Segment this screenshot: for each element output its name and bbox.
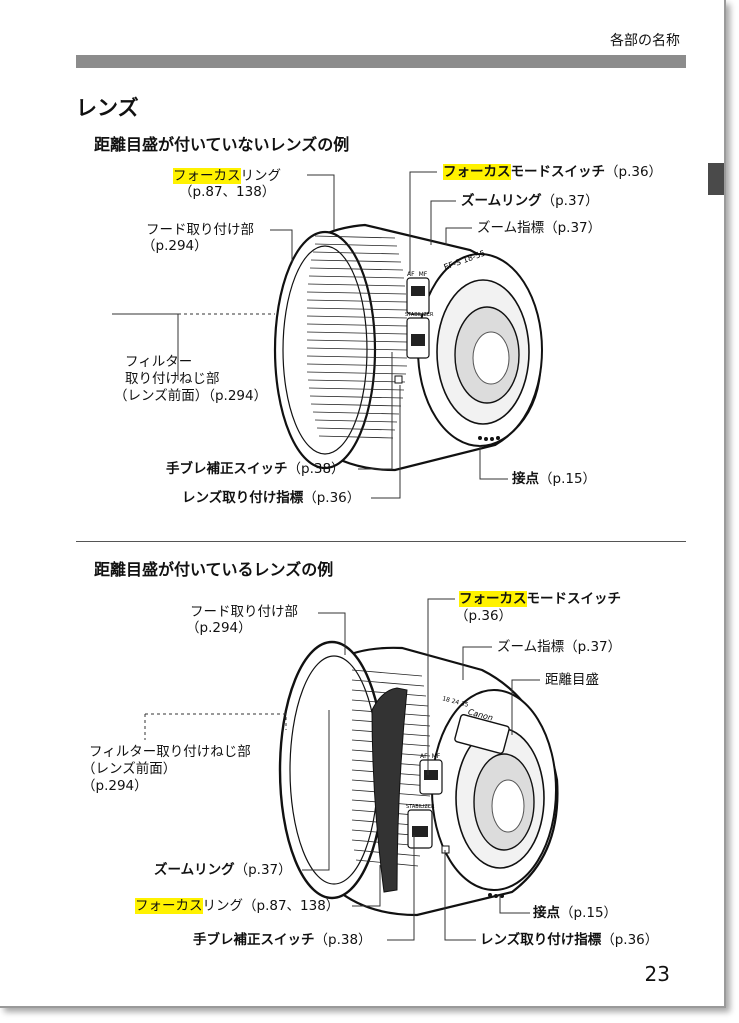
s2-contacts-label: 接点（p.15）	[533, 905, 618, 921]
chapter-tab-marker	[708, 163, 724, 195]
s2-stabilizer-switch-label: 手ブレ補正スイッチ（p.38）	[193, 932, 372, 948]
s1-hood-mount-label: フード取り付け部	[146, 222, 254, 238]
s1-hood-mount-page: （p.294）	[142, 238, 208, 254]
s1-focus-ring-label: フォーカスリング	[173, 168, 281, 184]
s2-focus-mode-switch-label: フォーカスモードスイッチ	[459, 591, 621, 607]
section1-leader-lines	[112, 171, 508, 499]
s2-zoom-ring-label: ズームリング（p.37）	[154, 862, 292, 878]
s1-focus-mode-switch-label: フォーカスモードスイッチ（p.36）	[443, 164, 663, 180]
s2-filter-thread-line2: （レンズ前面）	[82, 761, 177, 777]
lens1-stabilizer-marking: STABILIZER	[405, 312, 434, 318]
page-number: 23	[644, 962, 670, 986]
section-divider	[76, 541, 686, 542]
s1-focus-ring-page: （p.87、138）	[179, 184, 276, 200]
section2-subtitle: 距離目盛が付いているレンズの例	[94, 560, 334, 579]
lens2-stabilizer-marking: STABILIZER	[406, 804, 435, 810]
header-bar	[76, 55, 686, 68]
s1-filter-thread-line1: フィルター	[125, 354, 193, 370]
section2-leader-lines	[144, 598, 540, 941]
s2-hood-mount-label: フード取り付け部	[190, 604, 298, 620]
s2-zoom-index-label: ズーム指標（p.37）	[497, 639, 622, 655]
s2-filter-thread-line1: フィルター取り付けねじ部	[89, 744, 251, 760]
manual-page: 各部の名称 レンズ 距離目盛が付いていないレンズの例	[0, 0, 726, 1008]
s2-focus-mode-switch-page: （p.36）	[455, 608, 513, 624]
s2-filter-thread-line3: （p.294）	[82, 778, 148, 794]
s1-filter-thread-line3: （レンズ前面）（p.294）	[114, 388, 268, 404]
s2-hood-mount-page: （p.294）	[186, 620, 252, 636]
page-title: レンズ	[76, 96, 139, 120]
s2-mount-index-label: レンズ取り付け指標（p.36）	[480, 932, 659, 948]
s2-distance-scale-label: 距離目盛	[545, 672, 599, 688]
section1-subtitle: 距離目盛が付いていないレンズの例	[94, 135, 350, 154]
s1-filter-thread-line2: 取り付けねじ部	[125, 371, 220, 387]
s1-contacts-label: 接点（p.15）	[512, 471, 597, 487]
header-section-label: 各部の名称	[610, 33, 680, 49]
s1-zoom-index-label: ズーム指標（p.37）	[477, 220, 602, 236]
s1-stabilizer-switch-label: 手ブレ補正スイッチ（p.38）	[166, 461, 345, 477]
s1-mount-index-label: レンズ取り付け指標（p.36）	[182, 490, 361, 506]
s2-focus-ring-label: フォーカスリング（p.87、138）	[135, 898, 340, 914]
s1-zoom-ring-label: ズームリング（p.37）	[461, 193, 599, 209]
